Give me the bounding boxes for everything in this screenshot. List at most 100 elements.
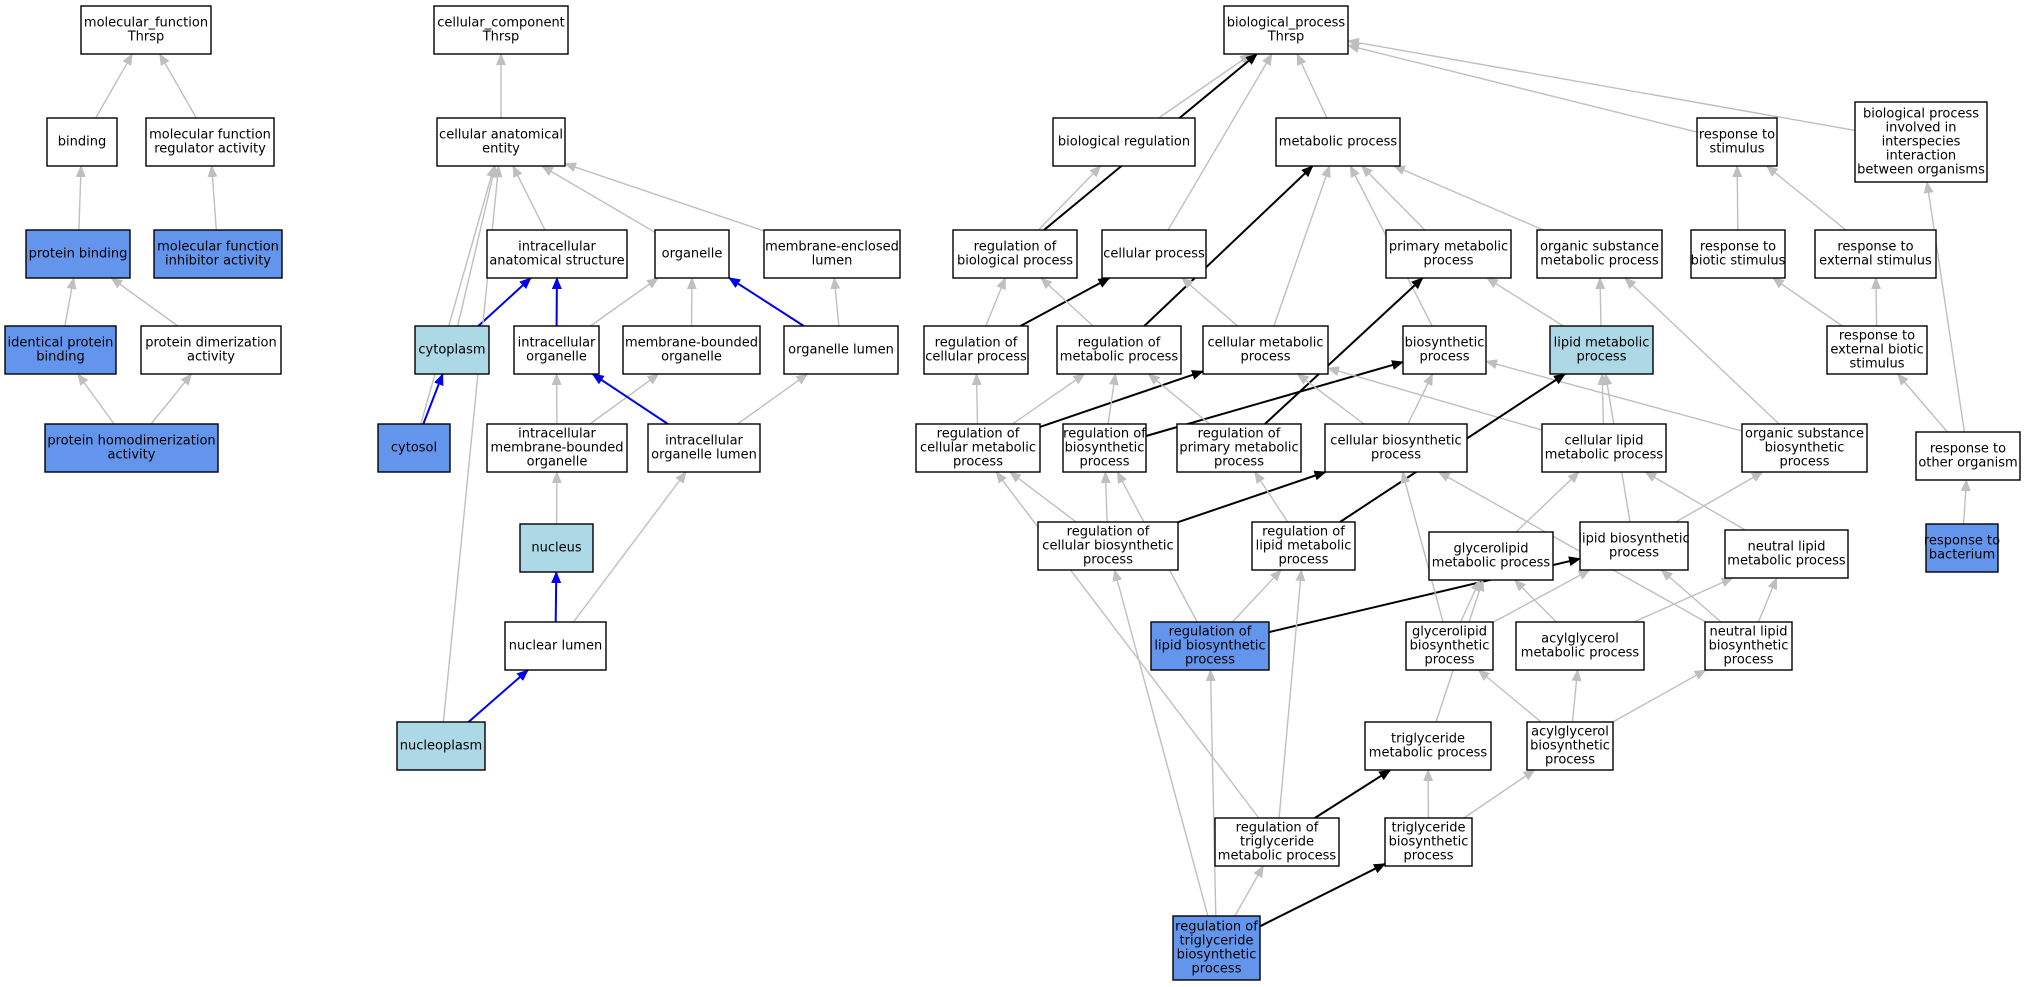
node-label-line: nucleus <box>531 541 581 556</box>
go-term-cell-proc[interactable]: cellular process <box>1101 229 1207 279</box>
go-term-reg-trig-biosyn[interactable]: regulation oftriglyceridebiosyntheticpro… <box>1172 915 1261 981</box>
go-term-cytoplasm[interactable]: cytoplasm <box>414 325 490 375</box>
edge-is-a-resp_other-to-resp_ext_biotic <box>1896 373 1948 433</box>
node-label-line: membrane-bounded <box>625 336 758 351</box>
edge-is-a-lipid_met-to-prim_met <box>1485 277 1564 327</box>
node-box <box>486 423 628 473</box>
edge-is-a-prot_dimer-to-protein_binding <box>110 277 179 327</box>
go-term-organelle[interactable]: organelle <box>654 229 730 279</box>
node-box <box>647 423 761 473</box>
edge-is-a-imbo-to-mbo <box>589 373 660 425</box>
node-box <box>145 117 275 167</box>
node-label-line: organelle <box>526 350 587 365</box>
edge-is-a-reg_met-to-reg_bio <box>1040 277 1094 327</box>
node-label-line: process <box>1214 455 1264 470</box>
edge-is-a-reg_lipid_biosyn-to-reg_lipid_met <box>1231 569 1282 623</box>
node-box <box>1826 325 1928 375</box>
node-box <box>1536 229 1663 279</box>
node-label-line: lumen <box>812 254 853 269</box>
node-label-line: external biotic <box>1830 343 1923 358</box>
node-label-line: cytoplasm <box>418 343 485 358</box>
node-label-line: neutral lipid <box>1748 540 1826 555</box>
node-label-line: lipid metabolic <box>1554 336 1650 351</box>
node-label-line: biological_process <box>1227 16 1346 31</box>
edge-is-a-iol-to-ol <box>737 373 809 425</box>
node-label-line: Thrsp <box>127 30 165 45</box>
node-label-line: process <box>1545 753 1595 768</box>
node-label-line: lipid metabolic <box>1256 539 1352 554</box>
node-label-line: inhibitor activity <box>165 254 271 269</box>
go-term-nuclumen[interactable]: nuclear lumen <box>504 621 607 671</box>
node-label-line: cellular process <box>1103 247 1205 262</box>
edge-is-a-reg_prim_met-to-reg_met <box>1147 373 1211 425</box>
go-term-ol[interactable]: organelle lumen <box>783 325 899 375</box>
node-label-line: regulation of <box>974 240 1057 255</box>
node-label-line: biosynthetic <box>1405 336 1485 351</box>
node-box <box>1384 817 1473 867</box>
node-label-line: biosynthetic <box>1709 639 1789 654</box>
node-label-line: Thrsp <box>1267 30 1305 45</box>
go-term-nucleoplasm[interactable]: nucleoplasm <box>396 721 486 771</box>
go-term-binding[interactable]: binding <box>46 117 118 167</box>
node-label-line: external stimulus <box>1819 254 1932 269</box>
go-term-protein-binding[interactable]: protein binding <box>25 229 131 279</box>
go-term-bio-reg[interactable]: biological regulation <box>1052 117 1196 167</box>
node-label-line: triglyceride <box>1392 821 1466 836</box>
go-term-cytosol[interactable]: cytosol <box>377 423 451 473</box>
node-label-line: process <box>1609 546 1659 561</box>
go-term-met-proc[interactable]: metabolic process <box>1275 117 1401 167</box>
go-term-nucleus[interactable]: nucleus <box>519 523 594 573</box>
node-box <box>140 325 282 375</box>
node-label-line: binding <box>58 135 106 150</box>
